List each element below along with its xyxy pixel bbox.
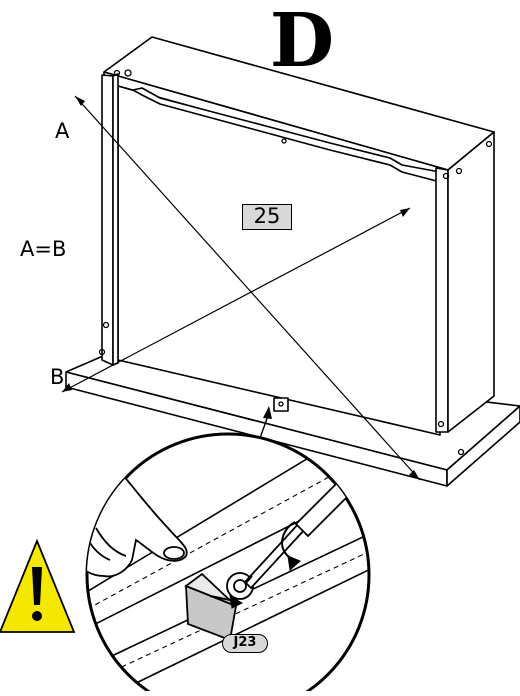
panel-part-number: 25 (242, 204, 292, 230)
diagonal-label-a: A (55, 119, 70, 143)
diagonal-measure-lines (61, 95, 421, 481)
top-board (103, 36, 495, 185)
diagonal-label-b: B (50, 365, 65, 389)
warning-icon (0, 538, 76, 633)
measure-arrowheads (62, 96, 420, 480)
equality-label: A=B (20, 237, 67, 261)
right-side-panel (435, 131, 495, 433)
base-board (65, 355, 520, 487)
detail-part-code: J23 (222, 634, 268, 653)
cam-lock (273, 397, 289, 412)
left-side-panel (101, 73, 119, 366)
step-letter: D (269, 0, 335, 84)
screw-holes (98, 69, 493, 456)
